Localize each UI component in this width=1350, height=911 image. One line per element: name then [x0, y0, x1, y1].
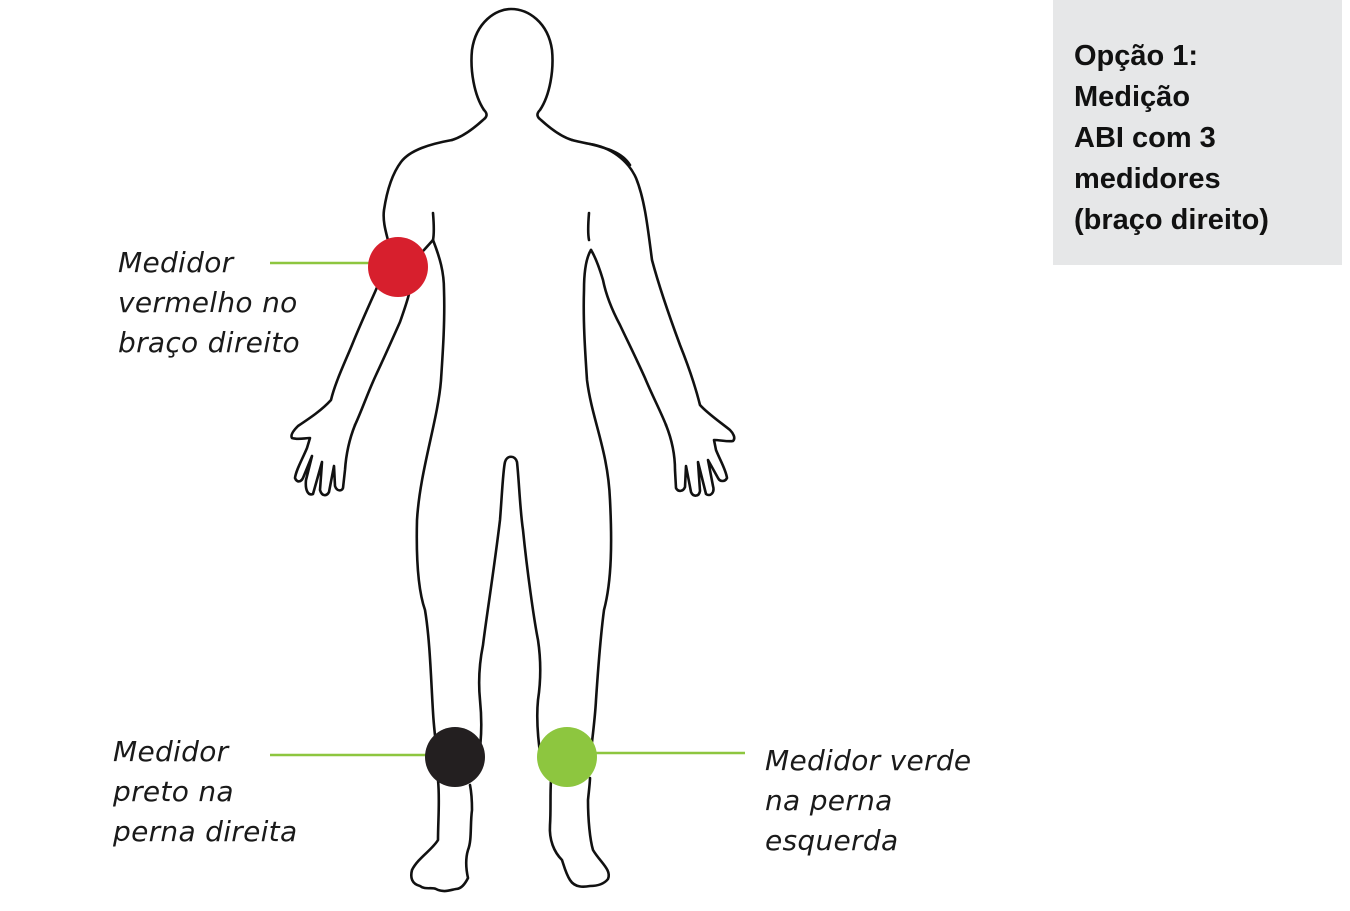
title-line: (braço direito) — [1074, 204, 1269, 236]
label-line: perna direita — [113, 815, 298, 848]
red-cuff-marker — [368, 237, 428, 297]
label-black-cuff: Medidor preto na perna direita — [113, 732, 297, 852]
label-line: Medidor — [113, 735, 229, 768]
title-box: Opção 1: Medição ABI com 3 medidores (br… — [1053, 0, 1342, 265]
title-line: medidores — [1074, 163, 1221, 195]
title-line: Opção 1: — [1074, 40, 1199, 72]
label-line: vermelho no — [118, 286, 298, 319]
label-red-cuff: Medidor vermelho no braço direito — [118, 243, 300, 363]
label-line: Medidor — [118, 246, 234, 279]
option-title: Opção 1: Medição ABI com 3 medidores (br… — [1074, 36, 1334, 241]
human-body-outline — [290, 7, 736, 893]
label-line: preto na — [113, 775, 234, 808]
label-line: esquerda — [765, 824, 899, 857]
label-line: braço direito — [118, 326, 300, 359]
black-cuff-marker — [425, 727, 485, 787]
green-cuff-marker — [537, 727, 597, 787]
label-line: na perna — [765, 784, 893, 817]
label-green-cuff: Medidor verde na perna esquerda — [765, 741, 971, 861]
title-line: ABI com 3 — [1074, 122, 1216, 154]
label-line: Medidor verde — [765, 744, 972, 777]
title-line: Medição — [1074, 81, 1191, 113]
